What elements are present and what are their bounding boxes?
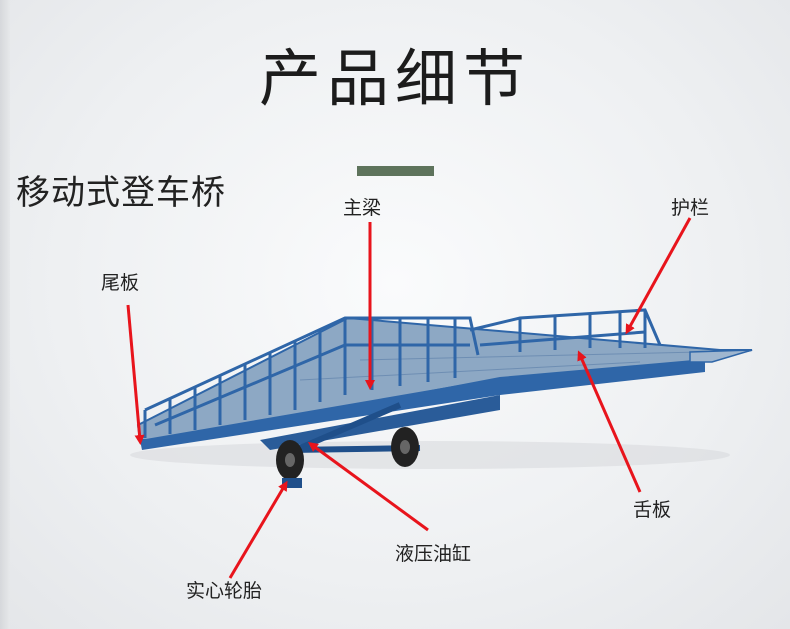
- far-guardrail: [469, 308, 662, 352]
- ramp-structure: [130, 308, 753, 488]
- arrow-tongue-plate: [577, 350, 642, 493]
- label-solid-tire: 实心轮胎: [186, 580, 263, 602]
- wheel-left: [276, 440, 304, 480]
- wheel-right: [391, 427, 419, 467]
- arrow-solid-tire: [228, 480, 288, 579]
- side-beam: [140, 360, 705, 450]
- ramp-deck: [136, 316, 753, 441]
- arrow-tail-plate: [126, 304, 145, 445]
- label-tail-plate: 尾板: [101, 272, 140, 294]
- near-guardrail: [143, 316, 480, 438]
- product-name: 移动式登车桥: [16, 173, 226, 213]
- callout-arrows: [126, 217, 692, 579]
- label-guardrail: 护栏: [671, 197, 710, 219]
- page-title: 产品细节: [258, 42, 531, 115]
- label-hydraulic-cylinder: 液压油缸: [395, 543, 472, 565]
- label-tongue-plate: 舌板: [633, 499, 672, 521]
- title-underline-bar: [357, 166, 434, 176]
- lip-plate: [689, 349, 753, 363]
- label-main-beam: 主梁: [343, 197, 382, 219]
- cylinder: [298, 402, 402, 451]
- arrow-hydraulic-cylinder: [307, 442, 429, 532]
- arrow-guardrail: [625, 217, 692, 335]
- left-edge-strip: [0, 0, 10, 629]
